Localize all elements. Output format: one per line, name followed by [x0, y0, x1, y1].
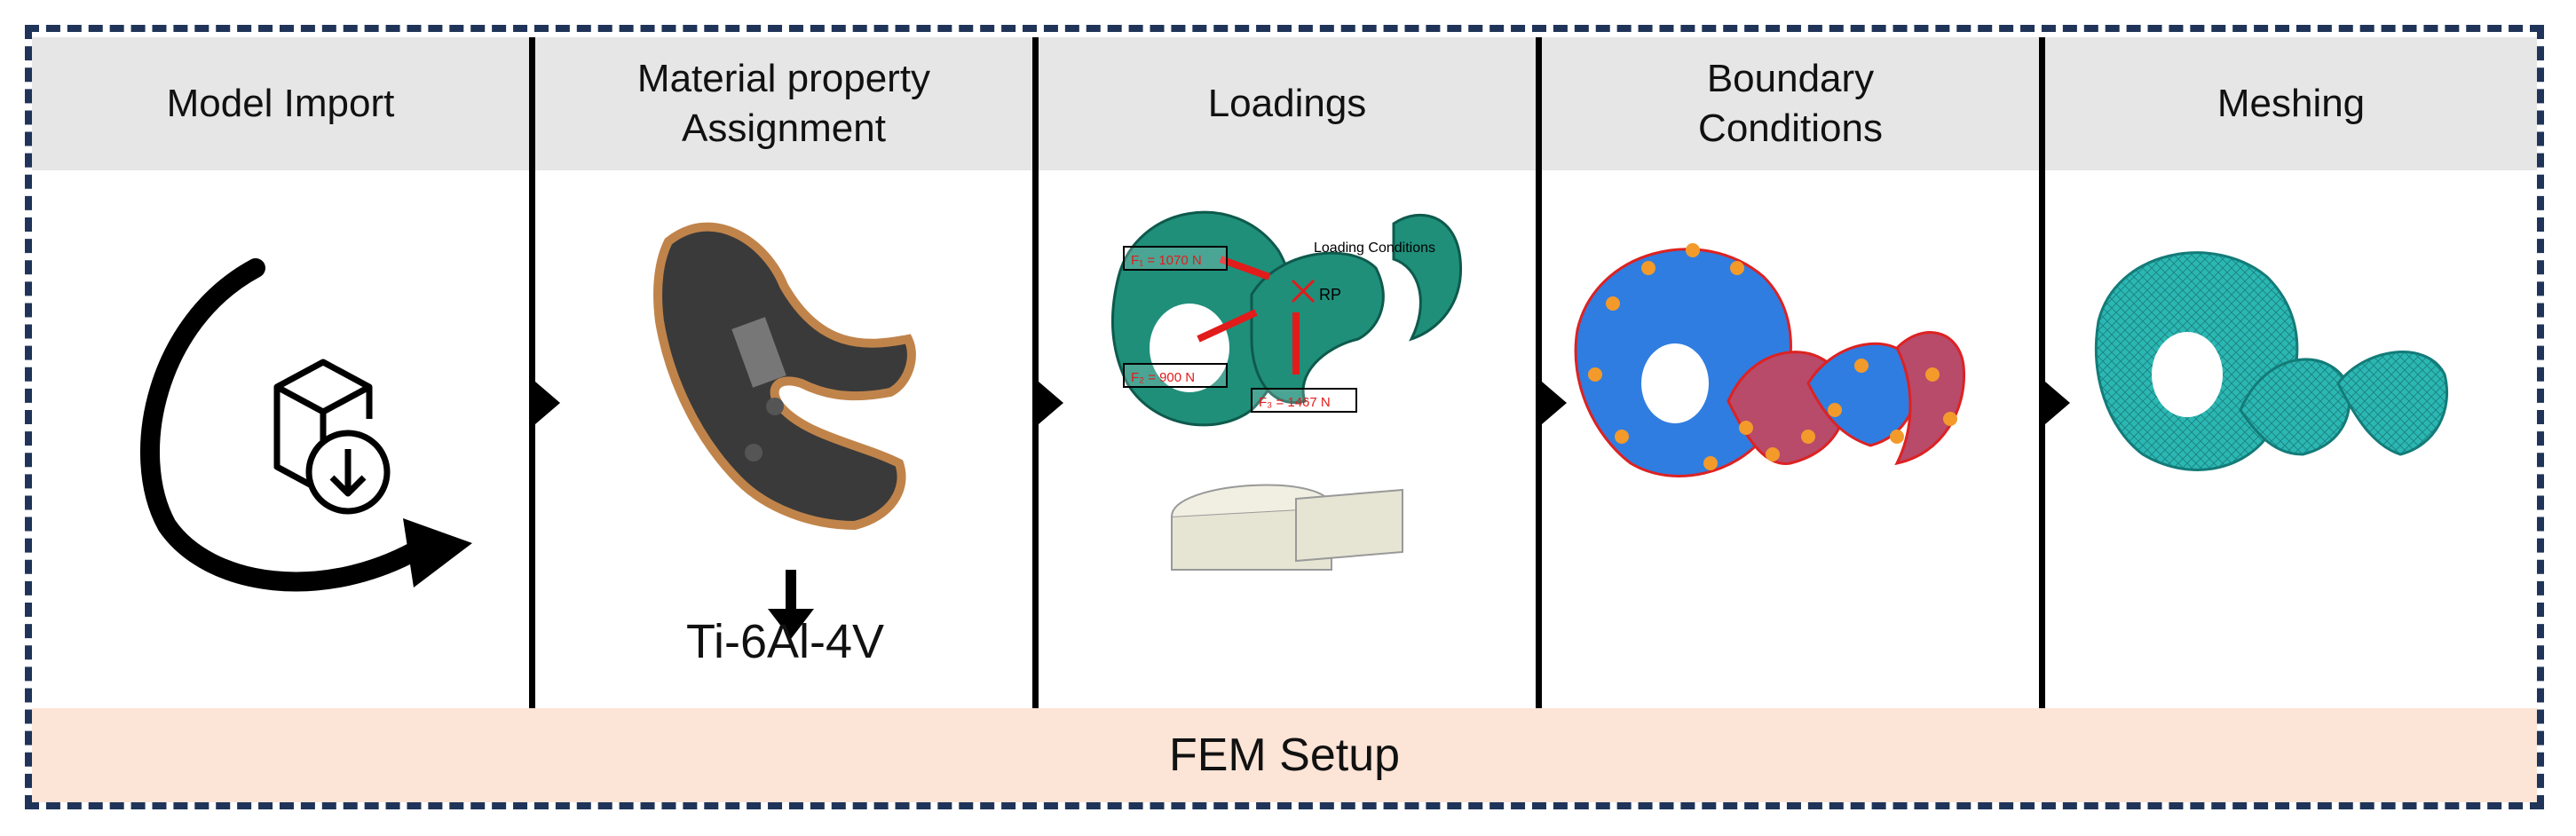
boundary-illustration	[1574, 243, 1966, 477]
arc-arrowhead	[403, 518, 472, 588]
stage-header: Meshing	[2045, 37, 2537, 170]
stage-header: Model Import	[32, 37, 529, 170]
flow-arrow-icon	[1542, 382, 1567, 424]
implant-illustration	[653, 222, 916, 639]
loading-annotation: Loading Conditions	[1314, 241, 1435, 256]
stage-model-import: Model Import	[32, 37, 529, 708]
stage-meshing: Meshing	[2045, 37, 2537, 708]
material-label: Ti-6Al-4V	[686, 615, 885, 668]
stage-boundary-conditions: Boundary Conditions	[1542, 37, 2039, 708]
cube-download-icon	[273, 359, 391, 515]
stage-divider	[529, 37, 535, 708]
force-3: F₃ = 1467 N	[1259, 395, 1331, 410]
stage-loadings: Loadings RP Loading Conditions F₁ = 1070…	[1039, 37, 1536, 708]
stage-divider	[1032, 37, 1039, 708]
stage-header: Boundary Conditions	[1542, 37, 2039, 170]
stage-title: Boundary Conditions	[1698, 57, 1883, 150]
footer-banner: FEM Setup	[32, 708, 2537, 802]
stage-header: Material property Assignment	[535, 37, 1032, 170]
constraint-markers	[1588, 243, 1957, 470]
stage-divider	[1536, 37, 1542, 708]
flow-arrow-icon	[535, 382, 560, 424]
force-1: F₁ = 1070 N	[1131, 253, 1202, 268]
model-import-illustration	[140, 258, 472, 592]
import-arc	[140, 258, 432, 592]
meshing-illustration	[2095, 251, 2449, 471]
stage-material-assignment: Material property Assignment Ti-6Al-4V	[535, 37, 1032, 708]
down-arrow-icon	[768, 570, 814, 639]
reference-point-icon	[1291, 279, 1316, 304]
flow-arrow-icon	[1039, 382, 1063, 424]
stage-title: Loadings	[1207, 82, 1367, 125]
flow-arrow-icon	[2045, 382, 2070, 424]
stage-title: Meshing	[2216, 82, 2366, 125]
implant-photo	[653, 222, 916, 531]
stage-header: Loadings	[1039, 37, 1536, 170]
stage-divider	[2039, 37, 2045, 708]
rp-label: RP	[1319, 286, 1341, 304]
force-2: F₂ = 900 N	[1131, 370, 1195, 385]
stage-title: Material property Assignment	[636, 57, 931, 150]
loadings-illustration: RP Loading Conditions F₁ = 1070 N F₂ = 9…	[1110, 210, 1463, 571]
outer-frame	[25, 25, 2544, 809]
footer-label: FEM Setup	[1168, 730, 1401, 781]
stage-title: Model Import	[166, 82, 395, 125]
